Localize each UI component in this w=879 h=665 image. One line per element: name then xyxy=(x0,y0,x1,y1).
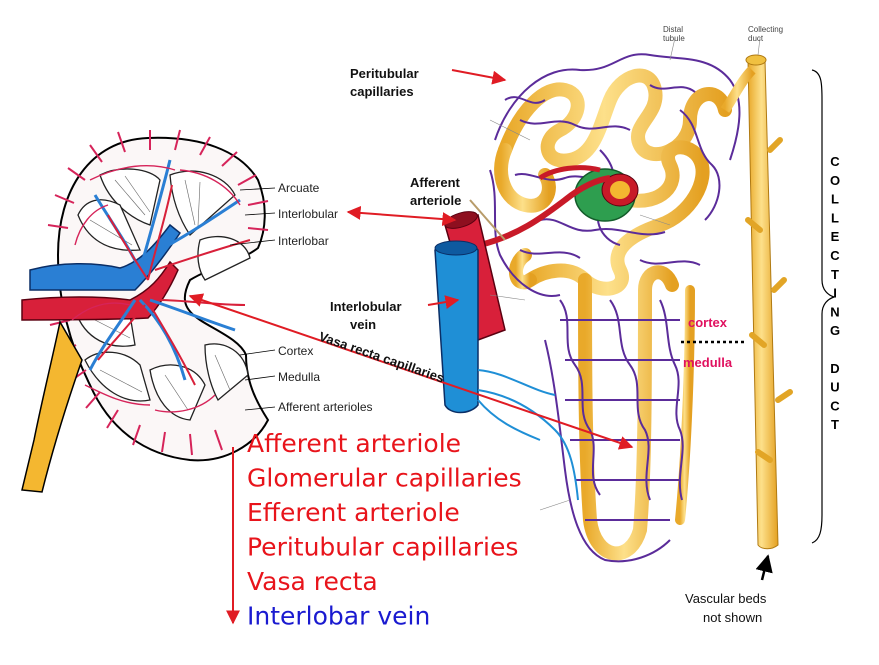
flow-step: Peritubular capillaries xyxy=(247,533,518,562)
peritubular-network xyxy=(489,53,741,563)
collecting-duct-letter: D xyxy=(830,361,839,376)
flow-step: Interlobar vein xyxy=(247,602,430,631)
label-interlobular-vein-1: Interlobular xyxy=(330,299,402,314)
label-afferent-2: arteriole xyxy=(410,193,461,208)
collecting-duct-letter: U xyxy=(830,380,839,395)
flow-step: Glomerular capillaries xyxy=(247,464,522,493)
label-interlobular: Interlobular xyxy=(278,207,338,221)
collecting-duct-bracket xyxy=(811,69,836,544)
efferent-arteriole-vessel xyxy=(538,165,601,181)
collecting-duct-letter: C xyxy=(830,154,840,169)
flow-step: Vasa recta xyxy=(247,567,378,596)
label-afferent-arterioles: Afferent arterioles xyxy=(278,400,373,414)
label-arcuate: Arcuate xyxy=(278,181,320,195)
label-vasa-recta: Vasa recta capillaries xyxy=(317,329,446,386)
arrow-vasa-recta xyxy=(188,293,634,450)
label-interlobular-vein-2: vein xyxy=(350,317,376,332)
collecting-duct-letter: C xyxy=(830,248,840,263)
label-cortex: Cortex xyxy=(278,344,313,358)
afferent-arteriole-vessel xyxy=(479,175,611,248)
label-collecting-1: Collecting xyxy=(748,25,783,34)
collecting-duct-letter: T xyxy=(831,417,839,432)
afferent-leader xyxy=(469,199,506,241)
collecting-duct-letter: N xyxy=(830,304,839,319)
renal-artery xyxy=(21,260,179,321)
flow-step: Afferent arteriole xyxy=(247,429,461,458)
collecting-duct-letter: G xyxy=(830,323,840,338)
collecting-duct-letter: L xyxy=(831,210,839,225)
collecting-duct-letter: L xyxy=(831,192,839,207)
collecting-duct-letter: E xyxy=(831,229,840,244)
arcuate-arches xyxy=(71,165,241,413)
label-peritubular-2: capillaries xyxy=(350,84,414,99)
label-cortex-right: cortex xyxy=(688,315,728,330)
arrow-vascular-beds xyxy=(755,554,773,581)
label-vascular-1: Vascular beds xyxy=(685,591,767,606)
arrow-peritubular xyxy=(451,69,507,85)
collecting-duct-letter: O xyxy=(830,173,840,188)
label-distal-2: tubule xyxy=(663,34,685,43)
ureter xyxy=(21,319,83,493)
kidney-cross-section xyxy=(21,129,276,493)
label-medulla: Medulla xyxy=(278,370,320,384)
label-interlobar: Interlobar xyxy=(278,234,329,248)
label-afferent-1: Afferent xyxy=(410,175,461,190)
collecting-duct-branches xyxy=(745,137,793,463)
loop-of-henle xyxy=(578,265,679,561)
label-distal-1: Distal xyxy=(663,25,683,34)
label-medulla-right: medulla xyxy=(683,355,733,370)
arrow-interlobular xyxy=(346,205,457,227)
collecting-duct xyxy=(747,55,779,550)
label-vascular-2: not shown xyxy=(703,610,762,625)
flow-step: Efferent arteriole xyxy=(247,498,460,527)
collecting-duct-letter: C xyxy=(830,398,840,413)
collecting-duct-letter: I xyxy=(833,286,837,301)
label-peritubular-1: Peritubular xyxy=(350,66,419,81)
collecting-duct-letter: T xyxy=(831,267,839,282)
label-collecting-2: duct xyxy=(748,34,764,43)
